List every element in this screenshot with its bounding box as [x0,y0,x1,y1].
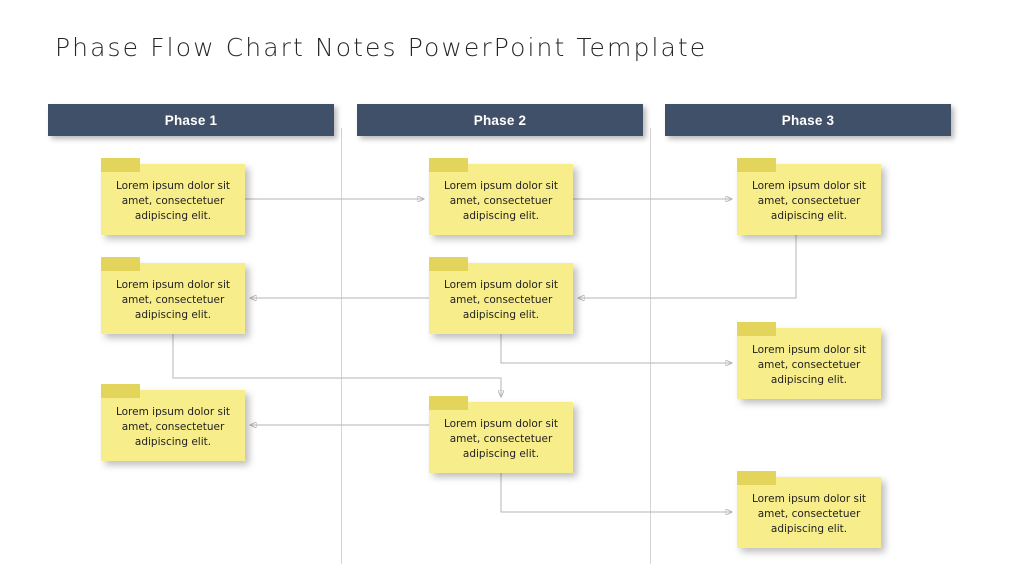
phase-header-2[interactable]: Phase 2 [357,104,643,136]
note-card[interactable]: Lorem ipsum dolor sit amet, consectetuer… [429,158,573,235]
connector-p1n2-to-p2n3 [172,334,501,397]
note-tab-icon [429,396,468,410]
note-text: Lorem ipsum dolor sit amet, consectetuer… [751,344,867,386]
note-tab-icon [101,384,140,398]
note-card[interactable]: Lorem ipsum dolor sit amet, consectetuer… [429,396,573,473]
note-text: Lorem ipsum dolor sit amet, consectetuer… [751,493,867,535]
note-card[interactable]: Lorem ipsum dolor sit amet, consectetuer… [737,158,881,235]
note-text: Lorem ipsum dolor sit amet, consectetuer… [443,180,559,222]
note-tab-icon [101,257,140,271]
note-tab-icon [429,257,468,271]
note-text: Lorem ipsum dolor sit amet, consectetuer… [115,279,231,321]
note-card[interactable]: Lorem ipsum dolor sit amet, consectetuer… [101,158,245,235]
connector-p3n1-to-p2n2 [578,235,797,298]
phase-header-2-label: Phase 2 [473,112,527,128]
connector-p2n3-to-p3n3 [500,473,732,512]
note-card[interactable]: Lorem ipsum dolor sit amet, consectetuer… [101,384,245,461]
note-card[interactable]: Lorem ipsum dolor sit amet, consectetuer… [429,257,573,334]
note-tab-icon [737,322,776,336]
note-text: Lorem ipsum dolor sit amet, consectetuer… [443,418,559,460]
note-text: Lorem ipsum dolor sit amet, consectetuer… [443,279,559,321]
note-card[interactable]: Lorem ipsum dolor sit amet, consectetuer… [737,471,881,548]
column-divider-2 [650,128,651,564]
column-divider-1 [341,128,342,564]
note-text: Lorem ipsum dolor sit amet, consectetuer… [751,180,867,222]
phase-header-1-label: Phase 1 [164,112,218,128]
note-tab-icon [737,471,776,485]
note-card[interactable]: Lorem ipsum dolor sit amet, consectetuer… [737,322,881,399]
note-tab-icon [737,158,776,172]
connector-p2n2-to-p3n2 [500,334,732,363]
note-tab-icon [429,158,468,172]
note-card[interactable]: Lorem ipsum dolor sit amet, consectetuer… [101,257,245,334]
phase-header-3[interactable]: Phase 3 [665,104,951,136]
phase-header-1[interactable]: Phase 1 [48,104,334,136]
note-text: Lorem ipsum dolor sit amet, consectetuer… [115,180,231,222]
note-tab-icon [101,158,140,172]
note-text: Lorem ipsum dolor sit amet, consectetuer… [115,406,231,448]
phase-header-3-label: Phase 3 [781,112,835,128]
page-title: Phase Flow Chart Notes PowerPoint Templa… [55,33,708,62]
